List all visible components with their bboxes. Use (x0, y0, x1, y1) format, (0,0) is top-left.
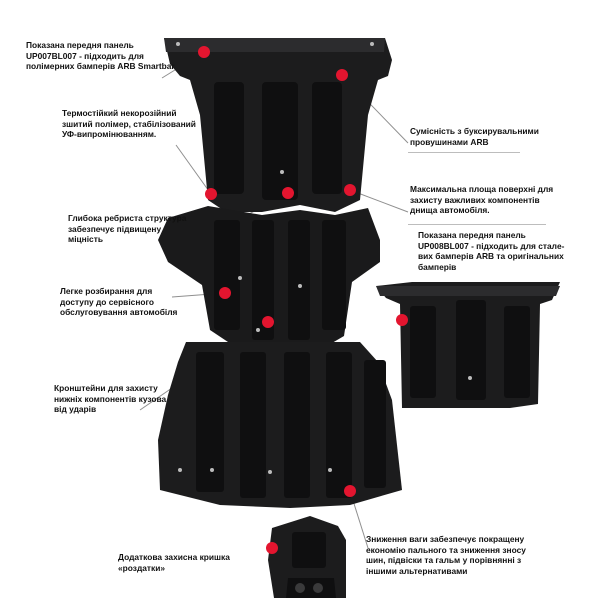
top-panel-flange (164, 38, 385, 52)
label-polymer: Термостійкий некорозійний зшитий полімер… (62, 108, 196, 140)
divider-weight (368, 548, 370, 549)
hotspot-brackets (262, 316, 274, 328)
hotspot-disassembly (219, 287, 231, 299)
hotspot-max-area (344, 184, 356, 196)
label-towing: Сумісність з буксирувальними провушинами… (410, 126, 539, 147)
hotspot-polymer (205, 188, 217, 200)
hotspot-front-panel (198, 46, 210, 58)
hotspot-transfer (266, 542, 278, 554)
label-weight: Зниження ваги забезпечує покращену еконо… (366, 534, 526, 576)
transfer-case-cover (268, 516, 346, 598)
inset-front-panel (376, 282, 560, 408)
label-max-area: Максимальна площа поверхні для захисту в… (410, 184, 554, 216)
hotspot-towing (336, 69, 348, 81)
label-front-panel-smartbar: Показана передня панель UP007BL007 - під… (26, 40, 175, 72)
label-disassembly: Легке розбирання для доступу до сервісно… (60, 286, 178, 318)
hotspot-inset (396, 314, 408, 326)
hotspots (198, 46, 408, 554)
divider-max-area (408, 224, 546, 225)
hotspot-weight (344, 485, 356, 497)
label-brackets: Кронштейни для захисту нижніх компоненті… (54, 383, 167, 415)
label-front-panel-steel: Показана передня панель UP008BL007 - під… (418, 230, 565, 272)
main-skid-plate (158, 38, 402, 508)
hotspot-ribbed (282, 187, 294, 199)
label-transfer-cover: Додаткова захисна кришка «роздатки» (118, 552, 230, 573)
label-ribbed: Глибока ребриста структура забезпечує пі… (68, 213, 187, 245)
divider-towing (408, 152, 520, 153)
